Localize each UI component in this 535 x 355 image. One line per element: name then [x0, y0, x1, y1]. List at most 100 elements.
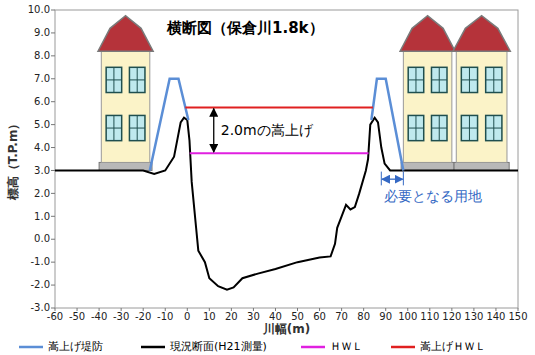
x-tick — [209, 308, 210, 311]
x-tick — [319, 308, 320, 311]
x-tick — [518, 308, 519, 311]
x-tick — [297, 308, 298, 311]
legend-item: 現況断面(H21測量) — [140, 339, 267, 354]
x-tick — [385, 308, 386, 311]
y-tick — [51, 55, 55, 56]
x-tick — [495, 308, 496, 311]
x-tick-label: 150 — [508, 311, 527, 323]
y-tick — [51, 124, 55, 125]
legend-item: ＨＷＬ — [300, 339, 363, 354]
legend-line-sample — [140, 342, 166, 352]
y-tick — [51, 170, 55, 171]
x-tick — [253, 308, 254, 311]
land-extent-arrow — [382, 179, 403, 180]
raised-hwl-line — [185, 106, 373, 108]
y-tick-label: 6.0 — [34, 96, 50, 108]
raised-levee — [150, 79, 189, 171]
x-tick — [121, 308, 122, 311]
legend-item: 嵩上げ堤防 — [18, 339, 103, 354]
y-tick — [51, 78, 55, 79]
x-tick — [473, 308, 474, 311]
x-tick-label: -30 — [113, 311, 129, 323]
x-tick — [429, 308, 430, 311]
x-tick-label: 130 — [464, 311, 483, 323]
x-tick — [165, 308, 166, 311]
x-tick — [143, 308, 144, 311]
x-tick-label: 100 — [398, 311, 417, 323]
x-tick — [341, 308, 342, 311]
x-tick-label: 40 — [269, 311, 282, 323]
y-tick — [51, 32, 55, 33]
chart-title: 横断図（保倉川1.8k） — [165, 20, 326, 37]
y-tick — [51, 147, 55, 148]
y-tick-label: 7.0 — [34, 73, 50, 85]
y-tick — [51, 216, 55, 217]
x-tick-label: 70 — [335, 311, 348, 323]
x-axis-title: 川幅(m) — [263, 323, 310, 337]
house — [453, 16, 510, 171]
y-tick-label: 5.0 — [34, 119, 50, 131]
plot-frame — [55, 10, 518, 308]
y-tick — [51, 193, 55, 194]
y-tick — [51, 262, 55, 263]
raise-annotation: 2.0mの嵩上げ — [219, 122, 315, 138]
existing-section — [55, 118, 518, 290]
y-tick-label: 4.0 — [34, 142, 50, 154]
x-tick — [77, 308, 78, 311]
legend-text: 嵩上げ堤防 — [48, 339, 103, 354]
legend-text: 嵩上げＨＷＬ — [420, 339, 486, 354]
y-tick — [51, 239, 55, 240]
y-tick-label: 8.0 — [34, 50, 50, 62]
x-tick — [407, 308, 408, 311]
y-tick-label: -1.0 — [30, 256, 50, 268]
x-tick-label: 140 — [486, 311, 505, 323]
x-tick — [99, 308, 100, 311]
legend-line-sample — [300, 342, 326, 352]
x-tick — [451, 308, 452, 311]
y-tick — [51, 308, 55, 309]
x-tick-label: 50 — [291, 311, 304, 323]
y-tick-label: 9.0 — [34, 27, 50, 39]
x-tick-label: -40 — [91, 311, 107, 323]
x-tick-label: 80 — [357, 311, 370, 323]
x-tick-label: 30 — [247, 311, 260, 323]
y-tick-label: 3.0 — [34, 165, 50, 177]
legend-item: 嵩上げＨＷＬ — [390, 339, 486, 354]
y-axis-title: 標高（T.P.m） — [7, 118, 21, 201]
x-tick-label: 90 — [379, 311, 392, 323]
dimension-arrow — [213, 109, 214, 153]
house — [98, 16, 153, 171]
legend-line-sample — [390, 342, 416, 352]
y-tick — [51, 285, 55, 286]
land-extent-tick — [381, 172, 403, 186]
y-tick-label: 2.0 — [34, 188, 50, 200]
y-tick — [51, 10, 55, 11]
raised-levee — [371, 79, 403, 171]
x-tick-label: -20 — [135, 311, 151, 323]
legend-text: ＨＷＬ — [330, 339, 363, 354]
x-tick-label: 60 — [313, 311, 326, 323]
x-tick — [275, 308, 276, 311]
x-tick — [55, 308, 56, 311]
land-annotation: 必要となる用地 — [382, 188, 484, 204]
x-tick-label: -10 — [157, 311, 173, 323]
x-tick-label: 10 — [203, 311, 216, 323]
x-tick — [187, 308, 188, 311]
y-tick-label: 10.0 — [28, 4, 50, 16]
x-tick — [231, 308, 232, 311]
x-tick — [363, 308, 364, 311]
x-tick-label: -60 — [47, 311, 63, 323]
x-tick-label: 20 — [225, 311, 238, 323]
y-tick — [51, 101, 55, 102]
legend-text: 現況断面(H21測量) — [170, 339, 267, 354]
y-tick-label: -2.0 — [30, 279, 50, 291]
x-tick-label: 110 — [420, 311, 439, 323]
x-tick-label: 0 — [184, 311, 190, 323]
house — [400, 16, 455, 171]
hwl-line — [190, 152, 369, 154]
x-tick-label: -50 — [69, 311, 85, 323]
y-tick-label: 0.0 — [34, 233, 50, 245]
